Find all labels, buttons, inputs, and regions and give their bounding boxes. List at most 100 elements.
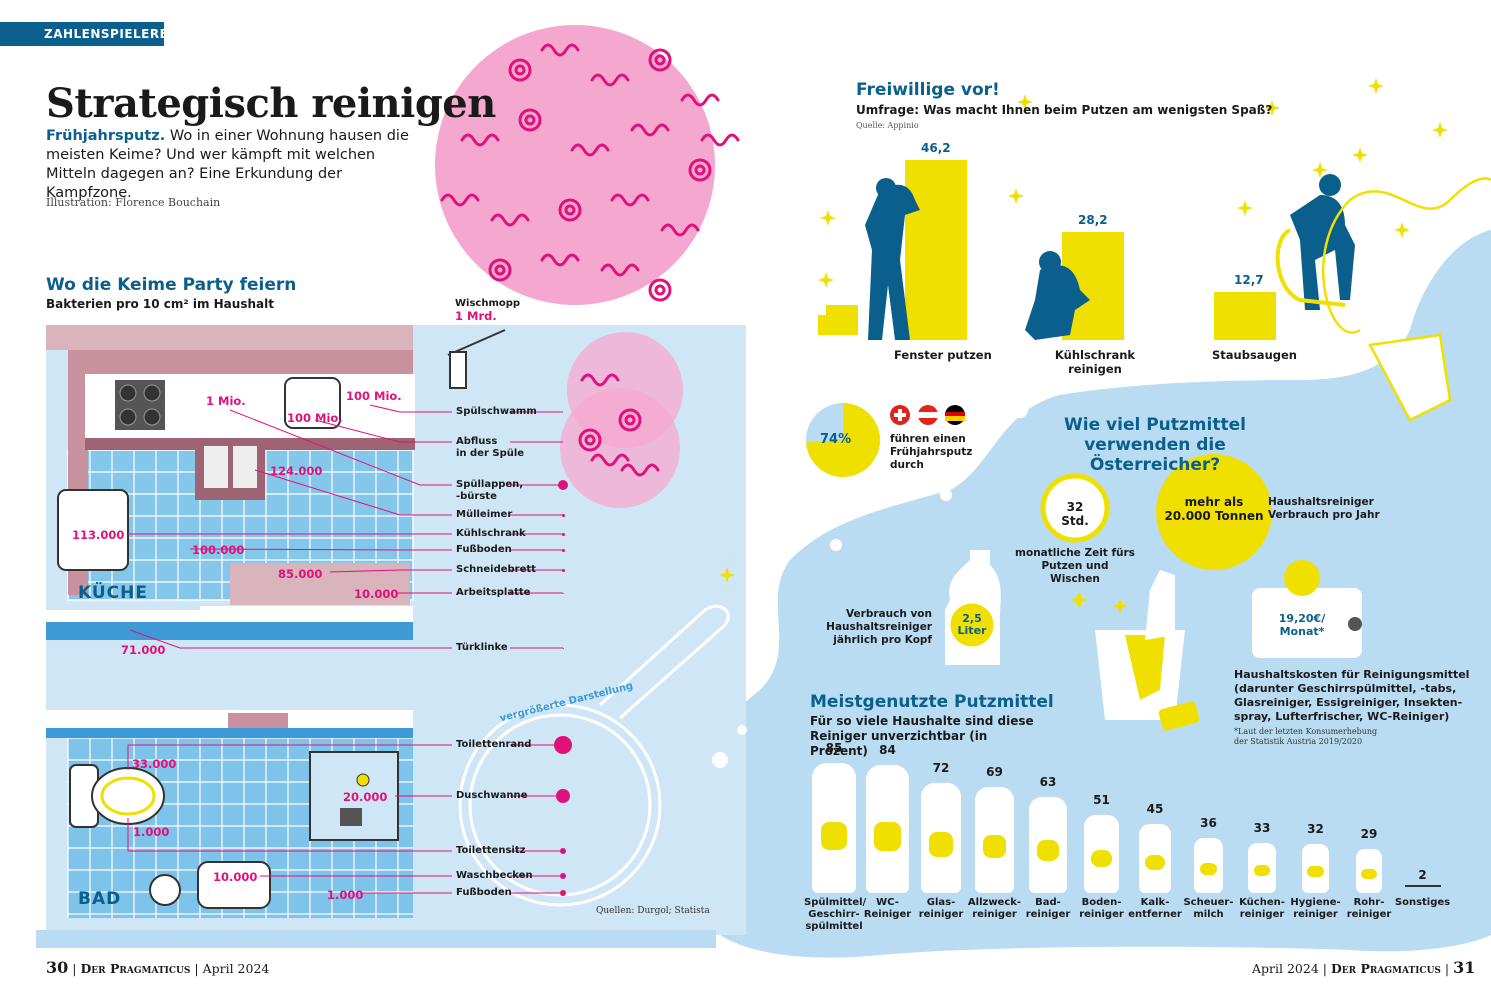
kitchen-item-label: Spüllappen, -bürste xyxy=(456,479,524,502)
bottle-bar xyxy=(1138,824,1171,893)
tons-text: Haushaltsreiniger Verbrauch pro Jahr xyxy=(1268,496,1380,521)
kitchen-item-dot xyxy=(561,513,565,517)
bath-item-value: 1.000 xyxy=(327,888,364,902)
bottle-value: 51 xyxy=(1093,793,1110,807)
bath-item-value: 20.000 xyxy=(343,790,388,804)
bottle-bar xyxy=(1356,848,1382,893)
kitchen-item-label: Mülleimer xyxy=(456,509,513,520)
kitchen-item-label: Türklinke xyxy=(456,642,508,653)
bottle-bar xyxy=(1084,815,1119,893)
kitchen-item-label: Spülschwamm xyxy=(456,406,537,417)
germ-bubble xyxy=(435,25,715,305)
page-title: Strategisch reinigen xyxy=(46,80,496,127)
bath-item-dot xyxy=(560,848,566,854)
footer-right: April 2024 | Der Pragmaticus | 31 xyxy=(1252,958,1476,977)
clock-circle xyxy=(1040,473,1110,543)
kitchen-item-label: Arbeitsplatte xyxy=(456,587,531,598)
kitchen-item-value: 113.000 xyxy=(72,528,125,542)
bottle-category: Hygiene- reiniger xyxy=(1290,897,1341,920)
kitchen-label: KÜCHE xyxy=(78,583,148,603)
bottle-category: Sonstiges xyxy=(1394,897,1451,908)
date-left: April 2024 xyxy=(202,961,270,976)
kitchen-item-dot xyxy=(561,548,565,552)
kitchen-item-dot xyxy=(561,568,565,572)
survey-title: Freiwillige vor! xyxy=(856,80,1000,100)
kitchen-item-dot xyxy=(561,532,565,536)
bath-item-label: Waschbecken xyxy=(456,870,533,881)
kitchen-item-dot xyxy=(562,647,564,649)
counter-top xyxy=(68,350,413,375)
bath-item-dot xyxy=(560,873,566,879)
footer-left: 30 | Der Pragmaticus | April 2024 xyxy=(46,958,270,977)
bottle-value: 63 xyxy=(1039,774,1057,789)
survey-question: Umfrage: Was macht Ihnen beim Putzen am … xyxy=(856,103,1273,117)
euro-coin xyxy=(1284,560,1320,596)
intro-body: Wo in einer Wohnung hausen die meisten K… xyxy=(46,128,409,201)
bottle-bar xyxy=(920,782,962,893)
kitchen-item-value: 100.000 xyxy=(192,543,245,557)
liters-value: 2,5 Liter xyxy=(957,612,987,637)
liters-text: Verbrauch von Haushaltsreiniger jährlich… xyxy=(826,608,932,646)
bottle-category: Glas- reiniger xyxy=(918,897,964,920)
intro-lead: Frühjahrsputz. xyxy=(46,128,166,144)
page-number-right: 31 xyxy=(1453,958,1476,977)
germs-title: Wo die Keime Party feiern xyxy=(46,275,297,295)
bath-item-value: 10.000 xyxy=(213,870,258,884)
bottle-bar xyxy=(974,787,1015,893)
survey-label-3: Staubsaugen xyxy=(1212,348,1297,362)
bath-item-dot xyxy=(554,736,572,754)
spring-percent: 74% xyxy=(820,432,852,447)
brand-left: Der Pragmaticus xyxy=(80,961,191,976)
bottle-label-patch xyxy=(1361,868,1377,879)
wallet xyxy=(1252,588,1362,658)
tons-value: mehr als 20.000 Tonnen xyxy=(1164,495,1264,523)
bottle-value: 33 xyxy=(1253,820,1271,835)
bottle-value: 36 xyxy=(1200,815,1217,830)
person-window xyxy=(865,184,920,340)
bottle-category: Spülmittel/ Geschirr- spülmittel xyxy=(804,897,867,932)
bath-item-label: Duschwanne xyxy=(456,790,528,801)
bath-item-value: 1.000 xyxy=(133,825,170,839)
floorplan-bottom-strip xyxy=(36,930,716,948)
survey-label-2: Kühlschrank reinigen xyxy=(1054,348,1136,376)
kitchen-top-wall xyxy=(46,325,413,350)
bottle-category: Scheuer- milch xyxy=(1183,897,1234,920)
bottle-category: Boden- reiniger xyxy=(1079,897,1124,920)
bottle-label-patch xyxy=(1091,850,1112,868)
kitchen-item-dot xyxy=(558,480,568,490)
bottle-category: Kalk- entferner xyxy=(1128,897,1182,920)
mop-value: 1 Mrd. xyxy=(455,309,497,323)
bottle-label-patch xyxy=(874,822,901,851)
austria-title: Wie viel Putzmittel verwenden die Österr… xyxy=(1064,415,1246,475)
mop-label: Wischmopp xyxy=(455,298,521,309)
bottle-bar xyxy=(1029,796,1067,893)
spring-text: führen einen Frühjahrsputz durch xyxy=(890,433,973,471)
bottle-category: WC- Reiniger xyxy=(863,897,912,920)
kitchen-item-value: 124.000 xyxy=(270,464,323,478)
bottle-value: 85 xyxy=(825,741,843,755)
bottle-bar xyxy=(1194,837,1223,893)
kicker-label: ZAHLENSPIELEREI xyxy=(0,22,173,46)
bath-label: BAD xyxy=(78,889,122,909)
bottle-label-patch xyxy=(1307,866,1324,877)
bottle-label-patch xyxy=(820,821,848,851)
products-subtitle: Für so viele Haushalte sind diese Reinig… xyxy=(810,714,1034,758)
survey-value-1: 46,2 xyxy=(921,141,951,155)
kitchen-item-value: 100 Mio. xyxy=(287,411,343,425)
bottle-category: Allzweck- reiniger xyxy=(967,897,1022,920)
intro-text: Frühjahrsputz. Wo in einer Wohnung hause… xyxy=(46,127,416,203)
kitchen-item-dot xyxy=(562,592,564,594)
germ-squiggles xyxy=(440,43,740,477)
bottle-value: 29 xyxy=(1360,826,1378,841)
kitchen-item-value: 100 Mio. xyxy=(346,389,402,403)
bath-item-dot xyxy=(556,789,570,803)
fridge xyxy=(57,489,129,571)
bottle-bar xyxy=(1302,844,1329,893)
mop-callout: Wischmopp 1 Mrd. xyxy=(447,296,529,325)
bottle-label-patch xyxy=(1253,865,1271,877)
cost-value: 19,20€/ Monat* xyxy=(1278,612,1326,638)
mop xyxy=(449,351,467,389)
illustration-credit: Illustration: Florence Bouchain xyxy=(46,196,221,209)
tons-circle xyxy=(1156,454,1272,570)
